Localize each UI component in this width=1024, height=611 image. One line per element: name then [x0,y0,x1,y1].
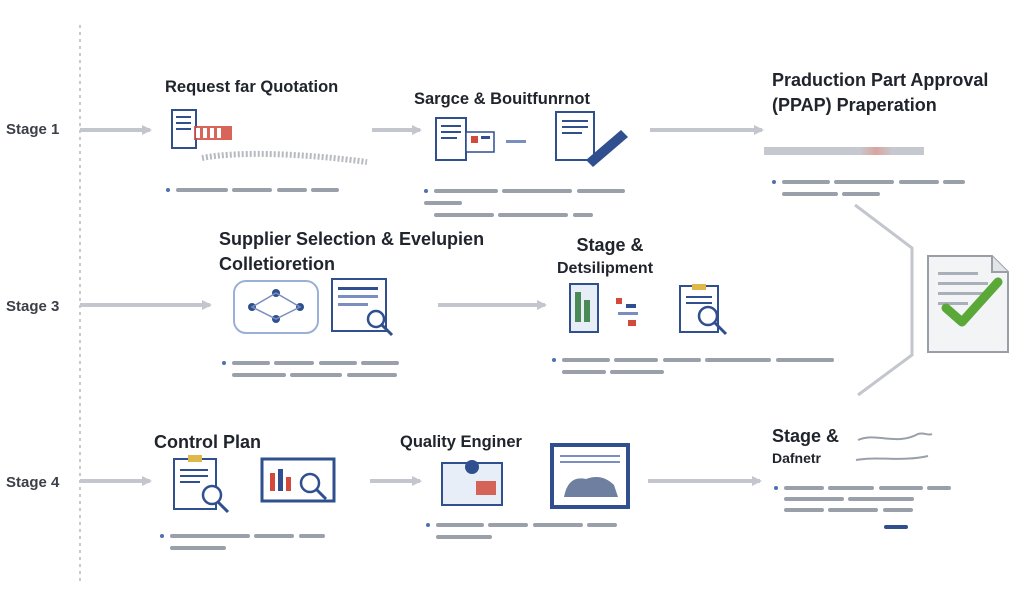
desc-quality-engineer [426,517,626,541]
desc-ppap [772,174,972,198]
approval-chevron [854,203,914,397]
step-title-supplier-selection: Supplier Selection & Evelupien Colletior… [219,227,484,277]
step-title-request-quotation: Request far Quotation [165,78,339,96]
flowchart-icon [233,278,394,337]
step-title-quality-engineer: Quality Enginer [400,433,522,451]
supplier-title-line1: Supplier Selection & Evelupien [219,229,485,249]
desc-sample-recruitment [424,183,664,219]
ppap-title-line1: Praduction Part Approval [772,70,989,90]
desc-control-plan [160,528,360,552]
step-title-stage-development: Stage & Detsilipment [557,233,653,280]
desc-stage-definition [774,480,964,530]
step-title-stage-definition: Stage & Dafnetr [772,424,839,468]
definition-title-line2: Dafnetr [772,449,822,466]
step-title-sample-recruitment: Sargce & Bouitfunrnot [414,90,590,108]
supplier-title-line2: Colletioretion [219,253,335,274]
magnifier-document-icon [569,283,728,336]
desc-stage-development [552,352,842,376]
stage-label-4: Stage 4 [6,474,60,491]
document-chart-icon [171,109,368,165]
approved-document-icon [927,255,1009,353]
ppap-progress-strip [764,147,924,155]
signature-scribble-icon [855,432,933,461]
development-title-line1: Stage & [576,235,644,255]
definition-title-line1: Stage & [772,426,840,446]
ppap-title-line2: (PPAP) Praperation [772,94,937,115]
development-title-line2: Detsilipment [557,259,654,277]
stage-label-1: Stage 1 [6,121,60,138]
desc-request-quotation [166,179,366,197]
step-title-control-plan: Control Plan [154,432,261,452]
step-title-ppap: Praduction Part Approval (PPAP) Praperat… [772,68,988,118]
document-pen-icon [435,111,628,167]
monitor-chart-icon [441,443,630,509]
desc-supplier-selection [222,355,432,379]
clipboard-search-icon [173,455,336,514]
stage-label-3: Stage 3 [6,298,60,315]
